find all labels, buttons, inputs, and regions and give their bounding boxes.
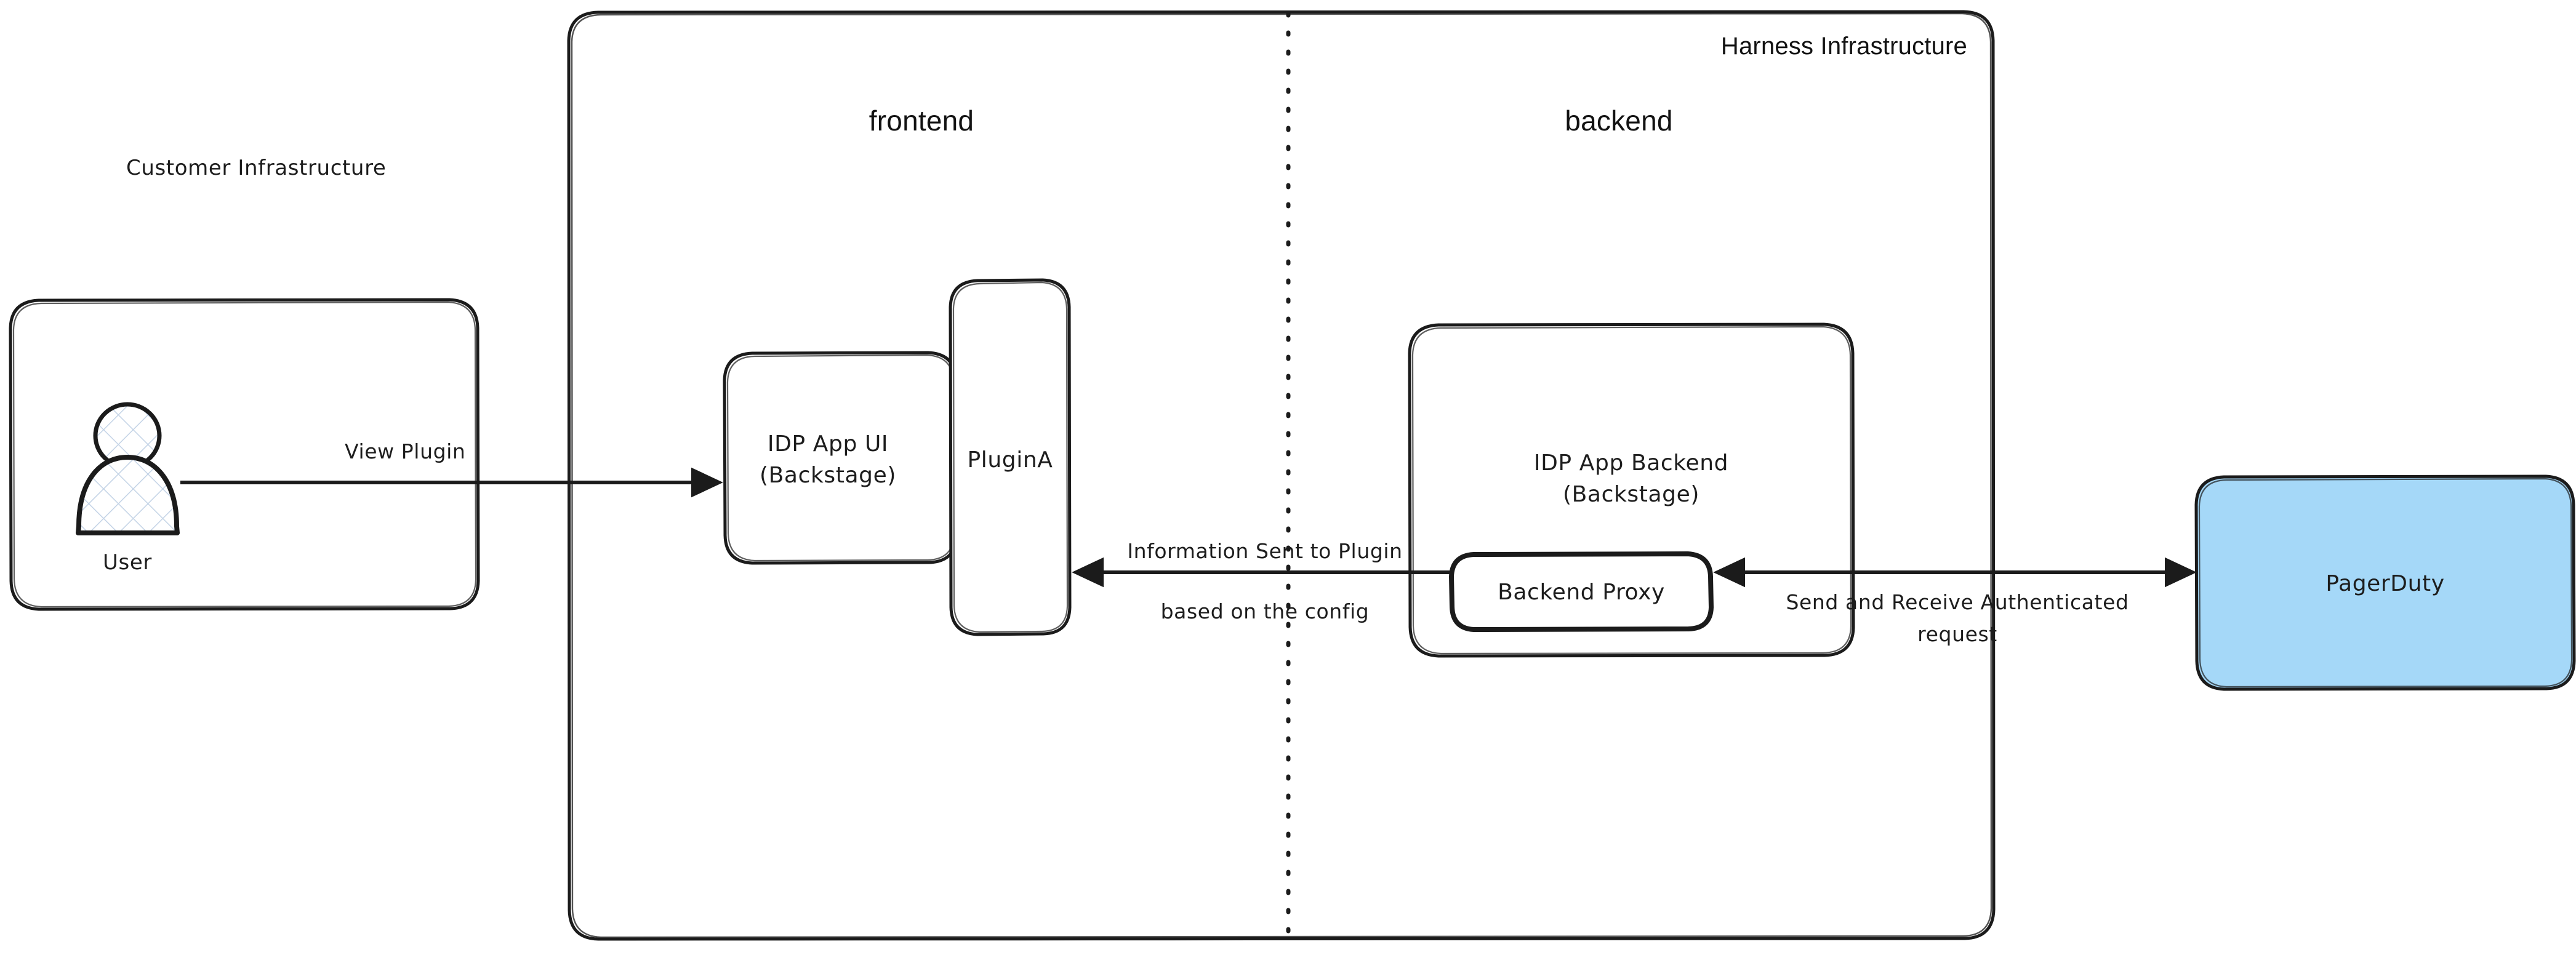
- node-pagerduty: PagerDuty: [2194, 474, 2576, 691]
- edge-proxy-to-pagerduty: Send and Receive Authenticated request: [1713, 557, 2197, 646]
- edge-backend-to-plugin: Information Sent to Plugin based on the …: [1072, 539, 1450, 623]
- node-backend-proxy: Backend Proxy: [1449, 551, 1714, 632]
- node-label-idp-app-ui-line2: (Backstage): [760, 463, 896, 488]
- lane-label-frontend: frontend: [869, 105, 974, 137]
- node-label-backend-proxy: Backend Proxy: [1498, 580, 1665, 605]
- customer-infrastructure-container: Customer Infrastructure: [9, 156, 480, 611]
- edge-label-information-sent-line1: Information Sent to Plugin: [1127, 539, 1402, 563]
- node-plugin-a: PluginA: [949, 278, 1072, 636]
- node-label-idp-app-backend-line2: (Backstage): [1563, 482, 1699, 507]
- node-label-plugin-a: PluginA: [967, 447, 1053, 473]
- edge-label-information-sent-line2: based on the config: [1161, 599, 1370, 623]
- node-idp-app-backend: IDP App Backend (Backstage): [1408, 322, 1855, 658]
- node-idp-app-ui: IDP App UI (Backstage): [723, 351, 958, 565]
- edge-user-to-idp-app-ui: View Plugin: [180, 439, 723, 498]
- node-label-idp-app-ui-line1: IDP App UI: [768, 431, 888, 457]
- lane-label-backend: backend: [1565, 105, 1672, 137]
- node-label-pagerduty: PagerDuty: [2325, 571, 2444, 596]
- user-actor-icon: [76, 402, 180, 535]
- edge-label-authenticated-request-line2: request: [1917, 622, 1997, 646]
- customer-infrastructure-label: Customer Infrastructure: [126, 156, 386, 180]
- edge-label-view-plugin: View Plugin: [345, 439, 465, 463]
- user-label: User: [103, 550, 152, 575]
- harness-infrastructure-label: Harness Infrastructure: [1721, 33, 1967, 60]
- edge-label-authenticated-request-line1: Send and Receive Authenticated: [1786, 590, 2129, 614]
- harness-infrastructure-container: Harness Infrastructure: [567, 10, 1996, 941]
- node-label-idp-app-backend-line1: IDP App Backend: [1534, 450, 1728, 476]
